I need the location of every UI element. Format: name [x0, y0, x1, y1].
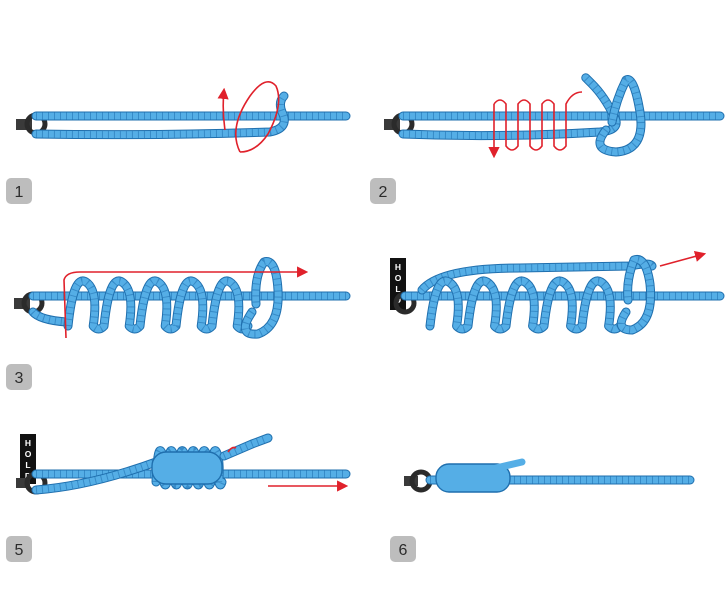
line-segments: [617, 256, 655, 334]
badge-2: 2: [370, 178, 396, 204]
pull-arrow: [63, 266, 309, 339]
step-2-panel: 2: [370, 73, 725, 204]
line-segments: [222, 434, 270, 460]
step-number: 3: [15, 370, 24, 387]
hold-letter: O: [395, 273, 402, 283]
step-3-panel: 3: [6, 257, 351, 390]
hold-letter: O: [25, 449, 32, 459]
step-number: 1: [15, 184, 24, 201]
badge-3: 3: [6, 364, 32, 390]
line-segments: [402, 74, 620, 140]
badge-5: 5: [6, 536, 32, 562]
badge-1: 1: [6, 178, 32, 204]
knot-body: [435, 458, 526, 493]
step-number: 2: [379, 184, 388, 201]
hold-letter: L: [395, 284, 400, 294]
badge-4-visible: [372, 364, 398, 390]
hold-letter: H: [25, 438, 31, 448]
line-segments: [35, 458, 158, 494]
wrap-arrow: [488, 91, 583, 159]
step-4-panel: H O L D: [390, 250, 725, 335]
line-segments: [35, 93, 288, 139]
step-6-panel: 6: [390, 458, 695, 562]
badge-6: 6: [390, 536, 416, 562]
pull-arrow: [227, 446, 349, 492]
step-1-panel: 1: [6, 80, 351, 204]
fishing-line: [400, 255, 725, 335]
wrap-arrow: [217, 80, 280, 153]
knot-body: [151, 451, 223, 485]
step-number: 5: [15, 542, 24, 559]
fishing-line: [398, 73, 725, 157]
step-number: 6: [399, 542, 408, 559]
step-5-panel: H O L D 5: [6, 433, 351, 562]
line-outline: [398, 73, 621, 141]
pull-arrow: [659, 250, 707, 267]
line-segments: [64, 277, 251, 333]
hold-letter: L: [25, 460, 30, 470]
hold-letter: H: [395, 262, 401, 272]
line-segments: [419, 260, 656, 293]
fishing-line: [31, 91, 351, 140]
